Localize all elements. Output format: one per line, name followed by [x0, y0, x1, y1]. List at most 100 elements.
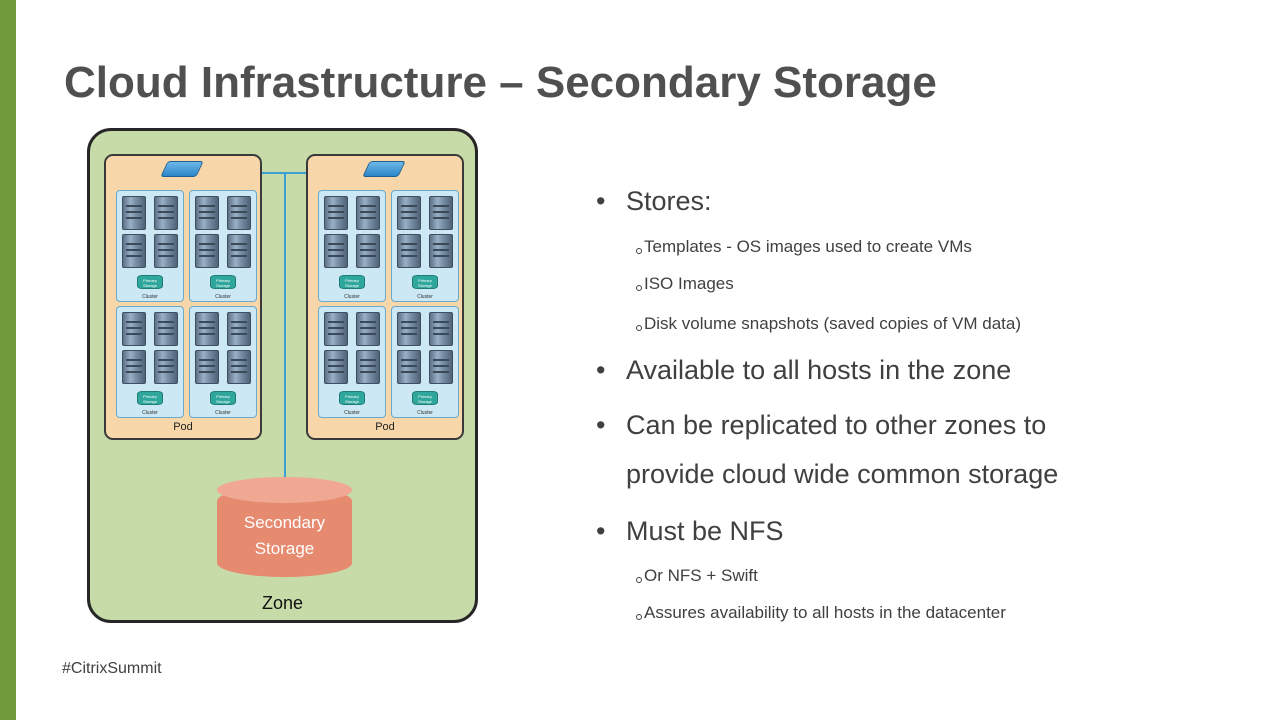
sub-bullet-circle	[636, 614, 642, 620]
server-icon	[429, 312, 453, 346]
primary-storage-label: Primary Storage	[344, 394, 359, 404]
primary-storage-icon: Primary Storage	[137, 391, 163, 405]
primary-storage-icon: Primary Storage	[339, 275, 365, 289]
server-icon	[429, 196, 453, 230]
secondary-storage: Secondary Storage	[217, 477, 352, 577]
hashtag-footer: #CitrixSummit	[62, 660, 162, 677]
sub-bullet-circle	[636, 248, 642, 254]
server-icon	[397, 350, 421, 384]
server-icon	[397, 234, 421, 268]
primary-storage-icon: Primary Storage	[137, 275, 163, 289]
server-icon	[227, 312, 251, 346]
primary-storage-icon: Primary Storage	[339, 391, 365, 405]
bullet-dot: •	[596, 355, 606, 385]
sub-bullet-snapshots: Disk volume snapshots (saved copies of V…	[636, 314, 1021, 334]
server-icon	[324, 312, 348, 346]
secondary-storage-top	[217, 477, 352, 503]
server-icon	[429, 350, 453, 384]
server-icon	[195, 196, 219, 230]
sub-bullet-swift: Or NFS + Swift	[636, 566, 758, 586]
sub-bullet-availability: Assures availability to all hosts in the…	[636, 603, 1006, 623]
primary-storage-icon: Primary Storage	[412, 275, 438, 289]
primary-storage-label: Primary Storage	[215, 394, 230, 404]
server-icon	[356, 234, 380, 268]
network-switch-icon	[160, 161, 204, 177]
server-icon	[356, 196, 380, 230]
server-icon	[154, 350, 178, 384]
bullet-dot: •	[596, 186, 606, 216]
server-icon	[227, 234, 251, 268]
sub-bullet-circle	[636, 285, 642, 291]
zone-label: Zone	[261, 593, 304, 613]
bullet-dot: •	[596, 516, 606, 546]
bullet-dot: •	[596, 410, 606, 440]
sub-bullet-text: Disk volume snapshots (saved copies of V…	[644, 314, 1022, 333]
network-switch-icon	[362, 161, 406, 177]
server-icon	[356, 350, 380, 384]
bullet-text: provide cloud wide common storage	[626, 459, 1059, 489]
cluster-label: Cluster	[344, 410, 360, 416]
cluster-label: Cluster	[142, 294, 158, 300]
primary-storage-icon: Primary Storage	[210, 391, 236, 405]
server-icon	[154, 312, 178, 346]
server-icon	[227, 196, 251, 230]
pod-label: Pod	[375, 421, 395, 433]
cluster-label: Cluster	[417, 294, 433, 300]
server-icon	[324, 196, 348, 230]
server-icon	[324, 350, 348, 384]
bullet-text: Must be NFS	[626, 516, 784, 546]
server-icon	[122, 312, 146, 346]
primary-storage-label: Primary Storage	[142, 278, 157, 288]
server-icon	[122, 350, 146, 384]
primary-storage-icon: Primary Storage	[210, 275, 236, 289]
server-icon	[429, 234, 453, 268]
secondary-storage-label: Secondary Storage	[243, 513, 326, 558]
primary-storage-label: Primary Storage	[142, 394, 157, 404]
accent-side-bar	[0, 0, 16, 720]
server-icon	[122, 196, 146, 230]
sub-bullet-iso: ISO Images	[636, 274, 734, 294]
primary-storage-label: Primary Storage	[417, 394, 432, 404]
sub-bullet-text: Or NFS + Swift	[644, 566, 758, 585]
cluster-label: Cluster	[344, 294, 360, 300]
server-icon	[195, 350, 219, 384]
bullet-text: Available to all hosts in the zone	[626, 355, 1012, 385]
sub-bullet-templates: Templates - OS images used to create VMs	[636, 237, 972, 257]
server-icon	[195, 234, 219, 268]
server-icon	[397, 312, 421, 346]
primary-storage-label: Primary Storage	[417, 278, 432, 288]
server-icon	[195, 312, 219, 346]
server-icon	[356, 312, 380, 346]
primary-storage-label: Primary Storage	[215, 278, 230, 288]
server-icon	[122, 234, 146, 268]
server-icon	[227, 350, 251, 384]
server-icon	[397, 196, 421, 230]
sub-bullet-text: Templates - OS images used to create VMs	[644, 237, 972, 256]
cluster-label: Cluster	[215, 294, 231, 300]
server-icon	[324, 234, 348, 268]
pod-label: Pod	[173, 421, 193, 433]
server-icon	[154, 234, 178, 268]
server-icon	[154, 196, 178, 230]
primary-storage-label: Primary Storage	[344, 278, 359, 288]
sub-bullet-circle	[636, 325, 642, 331]
cluster-label: Cluster	[417, 410, 433, 416]
bullet-text: Can be replicated to other zones to	[626, 410, 1047, 440]
cluster-label: Cluster	[142, 410, 158, 416]
network-line	[284, 172, 286, 478]
sub-bullet-text: ISO Images	[644, 274, 734, 293]
sub-bullet-circle	[636, 577, 642, 583]
slide-title: Cloud Infrastructure – Secondary Storage	[64, 58, 937, 107]
bullet-text: Stores:	[626, 186, 712, 216]
primary-storage-icon: Primary Storage	[412, 391, 438, 405]
sub-bullet-text: Assures availability to all hosts in the…	[644, 603, 1006, 622]
